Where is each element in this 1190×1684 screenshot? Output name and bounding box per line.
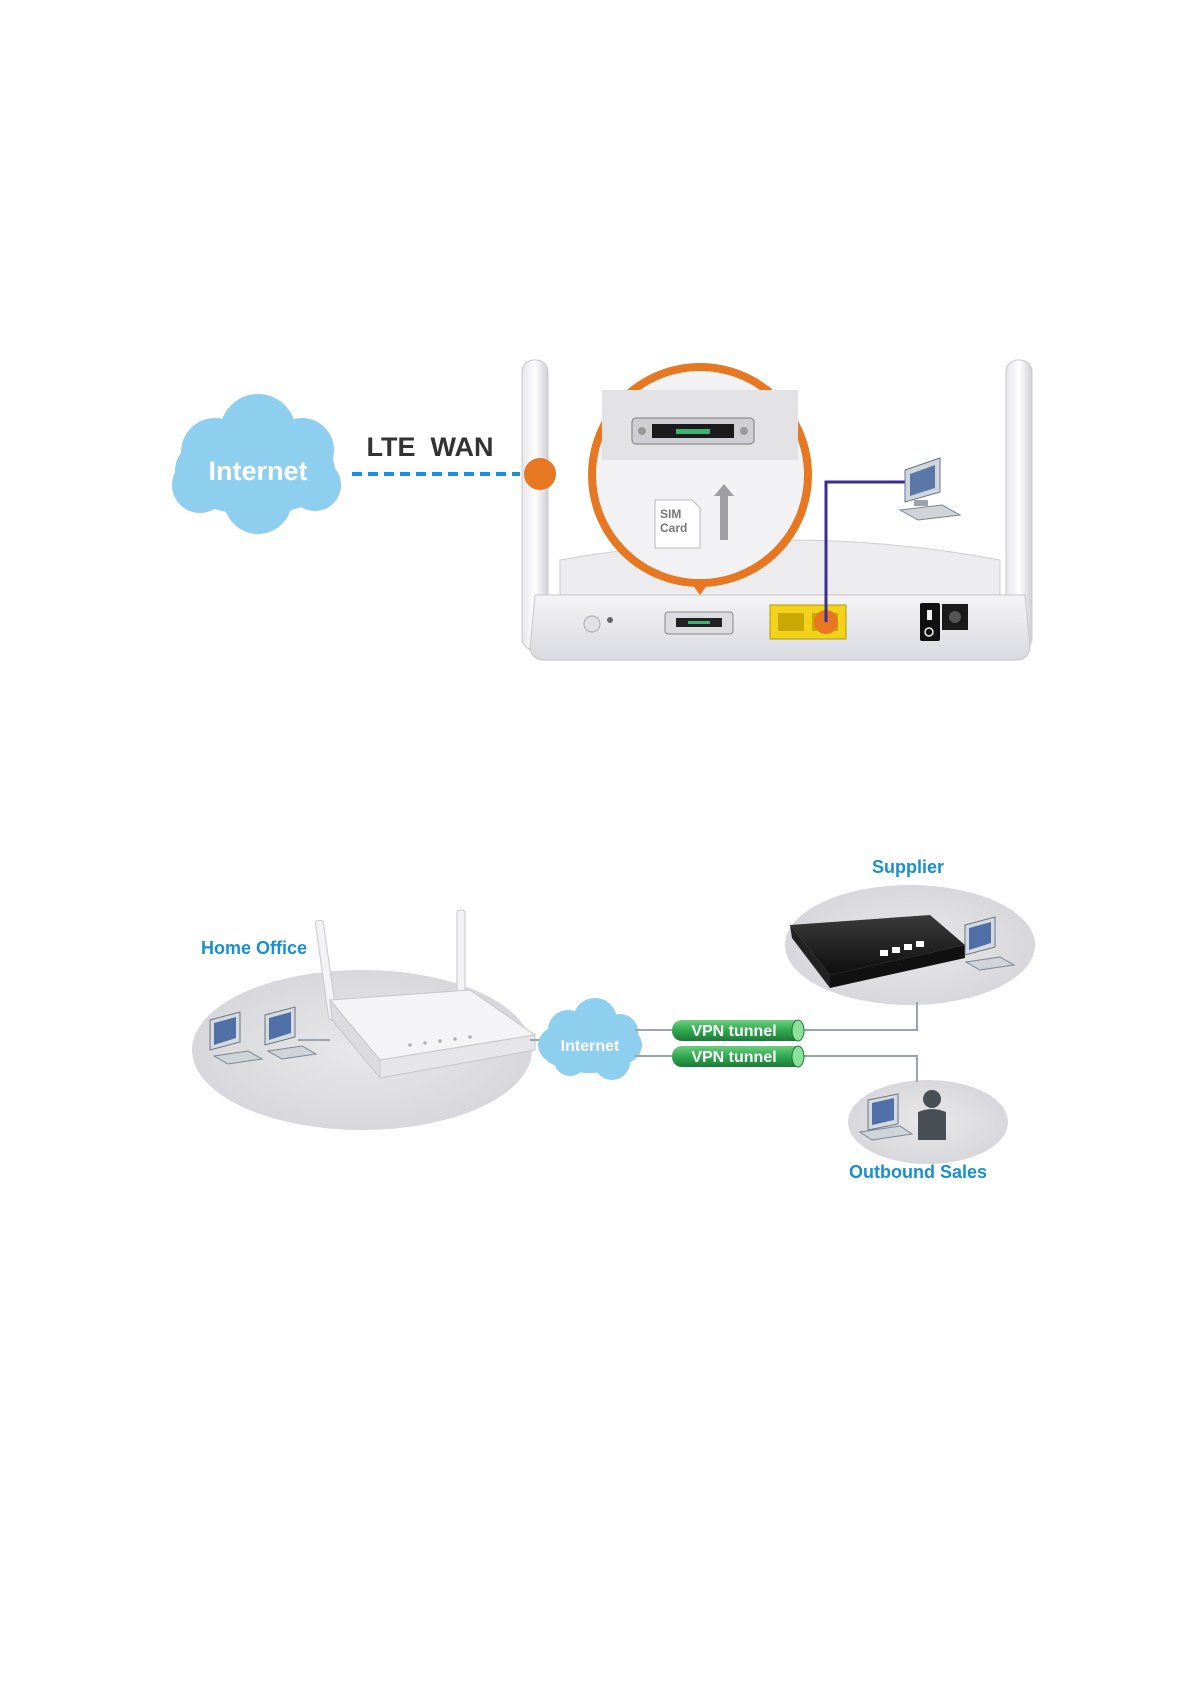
internet-cloud: Internet [538,998,642,1080]
supplier-link [800,1002,917,1030]
outbound-sales-label: Outbound Sales [849,1162,987,1182]
lte-antenna-marker [524,458,556,490]
sim-slot-zoom-callout: SIM Card [592,367,808,583]
vpn-tunnel-label: VPN tunnel [691,1023,776,1040]
sim-card-label-line2: Card [660,521,687,535]
internet-cloud-label: Internet [561,1038,620,1055]
internet-cloud-label: Internet [208,456,307,486]
sim-card-label-line1: SIM [660,507,681,521]
reset-button [584,616,600,632]
vpn-tunnel-2: VPN tunnel [672,1046,804,1067]
vpn-network-diagram: Internet [192,857,1035,1182]
sales-link [800,1056,917,1082]
lan-pc-icon [900,458,960,520]
home-office-label: Home Office [201,938,307,958]
supplier-label: Supplier [872,857,944,877]
lte-wan-label: LTE WAN [367,432,494,462]
vpn-tunnel-1: VPN tunnel [672,1020,804,1041]
vpn-tunnel-label: VPN tunnel [691,1049,776,1066]
lte-wan-diagram: Internet LTE WAN [172,360,1032,660]
internet-cloud: Internet [172,394,341,534]
